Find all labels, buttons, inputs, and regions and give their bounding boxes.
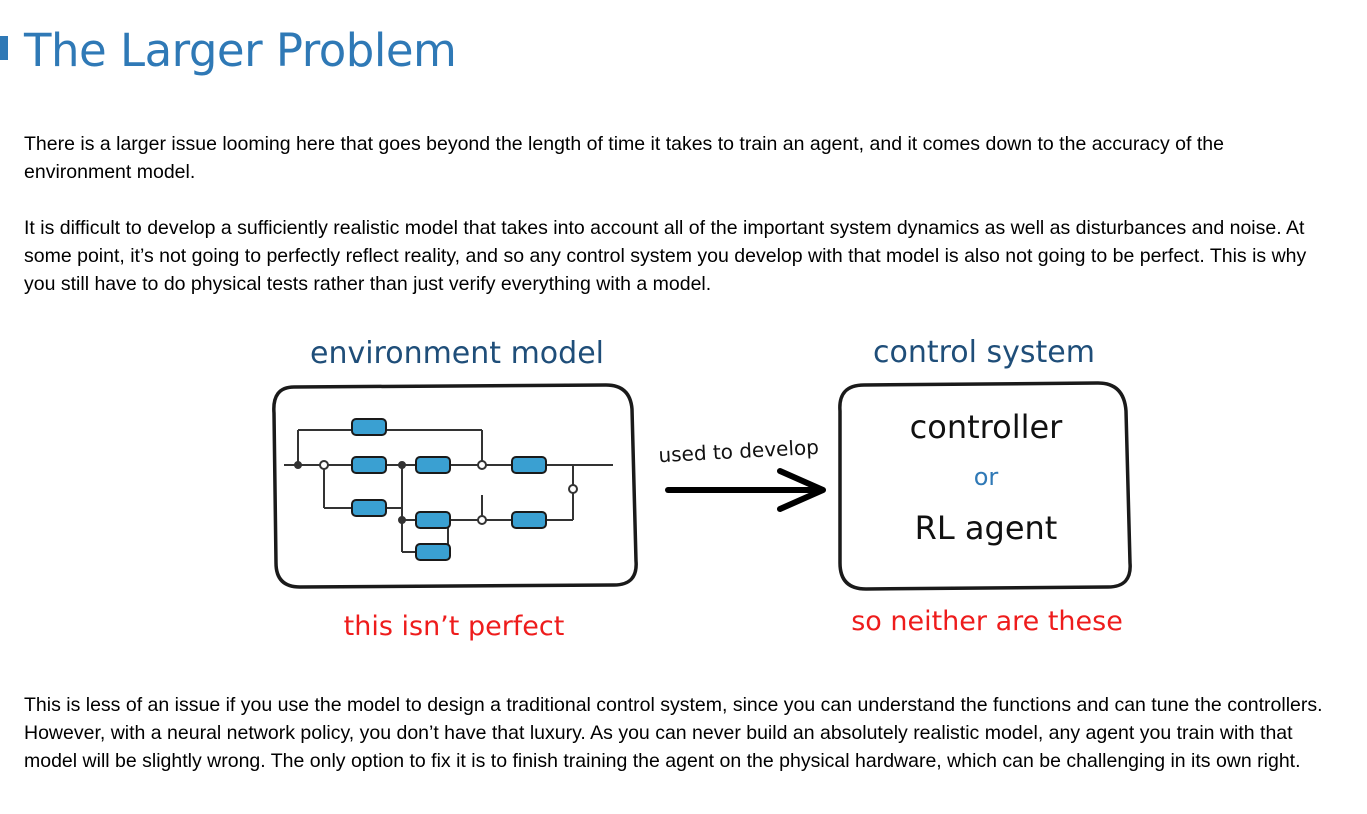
- block-diagram-junctions: [294, 460, 578, 525]
- model-block: [415, 543, 451, 561]
- title-accent-bar: [0, 36, 8, 60]
- intro-paragraph: There is a larger issue looming here tha…: [24, 133, 1224, 183]
- environment-model-box: [272, 383, 638, 589]
- arrow-label: used to develop: [658, 435, 820, 467]
- model-block: [511, 511, 547, 529]
- neural-network-paragraph: This is less of an issue if you use the …: [24, 694, 1323, 772]
- control-system-box: [838, 381, 1132, 591]
- block-diagram-blocks: [351, 418, 547, 561]
- block-diagram-wiring: [284, 429, 613, 553]
- rl-agent-label: RL agent: [915, 509, 1058, 547]
- model-block: [351, 456, 387, 474]
- environment-model-heading: environment model: [310, 336, 604, 371]
- model-block: [511, 456, 547, 474]
- model-accuracy-paragraph: It is difficult to develop a sufficientl…: [24, 217, 1307, 295]
- control-system-heading: control system: [873, 335, 1095, 370]
- left-caption: this isn’t perfect: [344, 611, 565, 642]
- or-label: or: [974, 463, 999, 491]
- model-to-control-diagram: environment model control system: [260, 325, 1140, 655]
- arrow-right-icon: [665, 468, 826, 512]
- controller-label: controller: [910, 408, 1064, 446]
- model-block: [351, 499, 387, 517]
- model-block: [351, 418, 387, 436]
- model-block: [415, 511, 451, 529]
- page-title: The Larger Problem: [24, 24, 457, 77]
- model-block: [415, 456, 451, 474]
- right-caption: so neither are these: [851, 606, 1123, 637]
